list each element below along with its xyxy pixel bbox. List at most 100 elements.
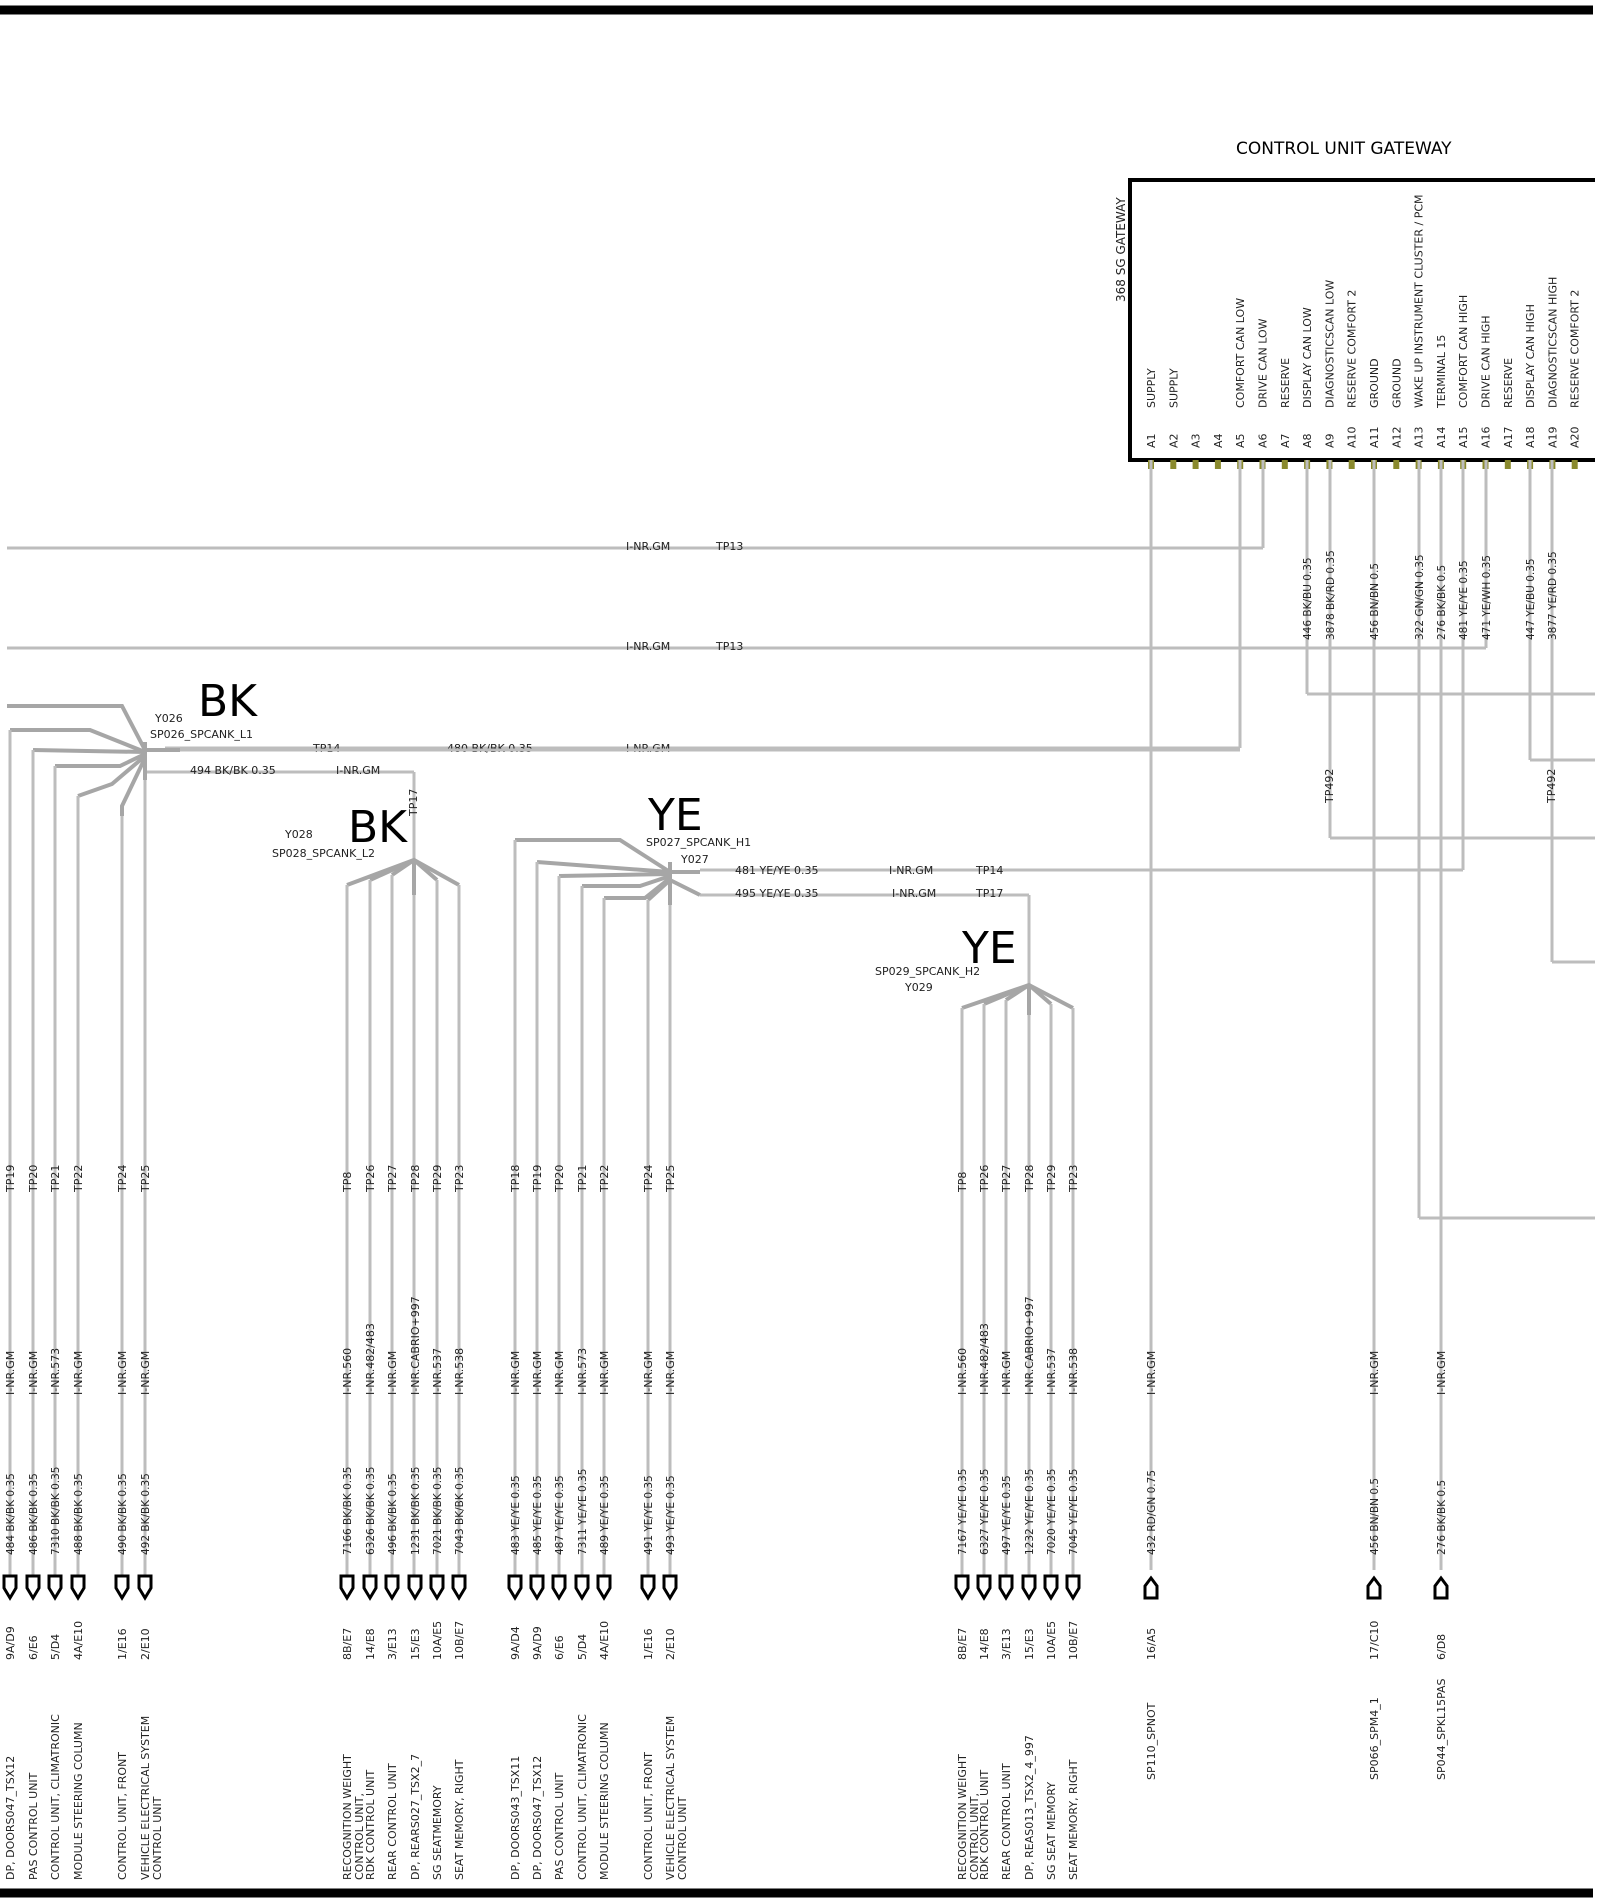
gateway-pin-terminal — [1348, 460, 1355, 469]
branch-wire: 7166 BK/BK 0.35 — [342, 1467, 354, 1556]
connector-terminal[interactable] — [529, 1574, 545, 1601]
connector-terminal[interactable] — [1143, 1575, 1159, 1600]
gateway-pin-label-a12: GROUND — [1390, 358, 1403, 408]
connector-terminal[interactable] — [976, 1574, 992, 1601]
branch-tp: TP20 — [553, 1165, 566, 1193]
branch-inr: I-NR.537 — [1045, 1348, 1058, 1395]
branch-tp: TP26 — [364, 1165, 377, 1193]
branch-destination: DP, DOORS047_TSX12 — [4, 1756, 17, 1880]
ye-sub-wire-label: 495 YE/YE 0.35 — [735, 887, 819, 900]
connector-terminal[interactable] — [25, 1574, 41, 1601]
branch-inr: I-NR.GM — [139, 1351, 152, 1395]
connector-terminal[interactable] — [451, 1574, 467, 1601]
connector-terminal[interactable] — [574, 1574, 590, 1601]
branch-wire: 6326 BK/BK 0.35 — [365, 1467, 377, 1556]
splice-bk2-name: SP028_SPCANK_L2 — [272, 847, 375, 860]
branch-inr: I-NR.GM — [27, 1351, 40, 1395]
gateway-wire-label: 456 BN/BN 0.5 — [1369, 563, 1381, 640]
supply-ref: 6/D8 — [1435, 1634, 1448, 1660]
branch-tp: TP8 — [956, 1172, 969, 1193]
gateway-pin-label-a19: DIAGNOSTICSCAN HIGH — [1546, 277, 1559, 408]
branch-wire: 497 YE/YE 0.35 — [1001, 1475, 1013, 1555]
branch-ref: 14/E8 — [978, 1628, 991, 1660]
connector-terminal[interactable] — [47, 1574, 63, 1601]
connector-terminal[interactable] — [954, 1574, 970, 1601]
connector-terminal[interactable] — [384, 1574, 400, 1601]
top-wire-2-tp: TP13 — [715, 640, 743, 653]
branch-destination: DP, REARS027_TSX2_7 — [409, 1754, 422, 1880]
splice-ye1-name: SP027_SPCANK_H1 — [646, 836, 751, 849]
splice-ye1-color: YE — [647, 790, 703, 841]
branch-tp: TP20 — [27, 1165, 40, 1193]
tp492-left: TP492 — [1323, 769, 1336, 804]
branch-destination: REAR CONTROL UNIT — [1000, 1763, 1013, 1880]
ye-main-wire: 481 YE/YE 0.35 — [735, 864, 819, 877]
top-wire-2-inr: I-NR.GM — [626, 640, 670, 653]
branch-ref: 5/D4 — [576, 1634, 589, 1660]
gateway-pin-label-a2: SUPPLY — [1167, 368, 1180, 408]
branch-ref: 2/E10 — [664, 1628, 677, 1660]
connector-terminal[interactable] — [551, 1574, 567, 1601]
connector-terminal[interactable] — [1433, 1575, 1449, 1600]
branch-inr: I-NR.538 — [453, 1348, 466, 1395]
connector-terminal[interactable] — [1366, 1575, 1382, 1600]
branch-ref: 15/E3 — [409, 1628, 422, 1660]
gateway-pin-label-a7: RESERVE — [1279, 358, 1292, 408]
gateway-wire-label: 471 YE/WH 0.35 — [1481, 555, 1493, 640]
branch-tp: TP29 — [431, 1165, 444, 1193]
branch-destination: RDK CONTROL UNIT — [978, 1769, 991, 1880]
connector-terminal[interactable] — [70, 1574, 86, 1601]
branch-ref: 15/E3 — [1023, 1628, 1036, 1660]
connector-terminal[interactable] — [407, 1574, 423, 1601]
gateway-pin-label-a9: DIAGNOSTICSCAN LOW — [1323, 280, 1336, 408]
branch-inr: I-NR.GM — [1000, 1351, 1013, 1395]
branch-wire: 7310 BK/BK 0.35 — [50, 1467, 62, 1556]
supply-destination: SP110_SPNOT — [1145, 1702, 1158, 1780]
connector-terminal[interactable] — [114, 1574, 130, 1601]
branch-destination: RECOGNITION WEIGHT — [956, 1754, 969, 1880]
connector-terminal[interactable] — [640, 1574, 656, 1601]
connector-terminal[interactable] — [507, 1574, 523, 1601]
branch-inr: I-NR.538 — [1067, 1348, 1080, 1395]
connector-terminal[interactable] — [1021, 1574, 1037, 1601]
branch-tp: TP23 — [1067, 1165, 1080, 1193]
gateway-pin-label-a20: RESERVE COMFORT 2 — [1569, 290, 1582, 408]
connector-terminal[interactable] — [662, 1574, 678, 1601]
gateway-pin-label-a6: DRIVE CAN LOW — [1257, 318, 1270, 408]
connector-terminal[interactable] — [998, 1574, 1014, 1601]
connector-terminal[interactable] — [2, 1574, 18, 1601]
supply-inr: I-NR.GM — [1368, 1351, 1381, 1395]
connector-terminal[interactable] — [339, 1574, 355, 1601]
branch-wire: 6327 YE/YE 0.35 — [979, 1469, 991, 1555]
connector-terminal[interactable] — [137, 1574, 153, 1601]
branch-inr: I-NR.GM — [4, 1351, 17, 1395]
branch-inr: I-NR.482/483 — [978, 1323, 991, 1395]
branch-tp: TP21 — [49, 1165, 62, 1193]
branch-wire: 483 YE/YE 0.35 — [510, 1475, 522, 1555]
connector-terminal[interactable] — [1043, 1574, 1059, 1601]
gateway-pin-terminal — [1571, 460, 1578, 469]
connector-terminal[interactable] — [596, 1574, 612, 1601]
gateway-pin-label-a15: COMFORT CAN HIGH — [1457, 295, 1470, 408]
connector-terminal[interactable] — [429, 1574, 445, 1601]
branch-tp: TP22 — [598, 1165, 611, 1193]
gateway-pin-a18: A18 — [1524, 426, 1537, 448]
supply-inr: I-NR.GM — [1145, 1351, 1158, 1395]
connector-terminal[interactable] — [362, 1574, 378, 1601]
gateway-pin-terminal — [1192, 460, 1199, 469]
connector-terminal[interactable] — [1065, 1574, 1081, 1601]
gateway-title: CONTROL UNIT GATEWAY — [1236, 139, 1452, 159]
gateway-pin-a19: A19 — [1546, 426, 1559, 448]
ye-sub-tp: TP17 — [975, 887, 1003, 900]
